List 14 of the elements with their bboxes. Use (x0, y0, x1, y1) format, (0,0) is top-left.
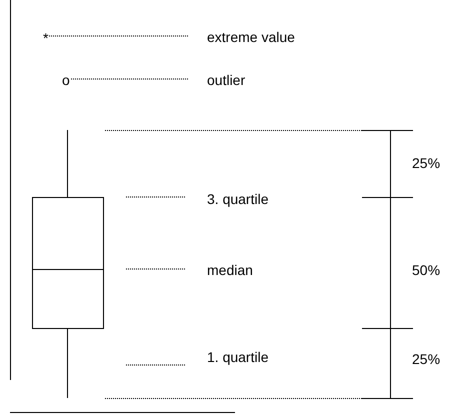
symbol: o (62, 72, 70, 88)
percentage-label: 50% (412, 262, 440, 278)
callout-text: 1. quartile (185, 349, 268, 365)
callout-text: median (185, 262, 253, 278)
symbol: * (43, 30, 48, 46)
leader-line (70, 78, 188, 80)
leader-line (124, 364, 186, 366)
leader-line (124, 196, 186, 198)
callout-text: 3. quartile (185, 191, 268, 207)
callout-text: outlier (188, 72, 246, 88)
percentage-label: 25% (412, 351, 440, 367)
callout-text: extreme value (188, 29, 295, 45)
percentage-label: 25% (412, 155, 440, 171)
leader-line (124, 268, 186, 270)
